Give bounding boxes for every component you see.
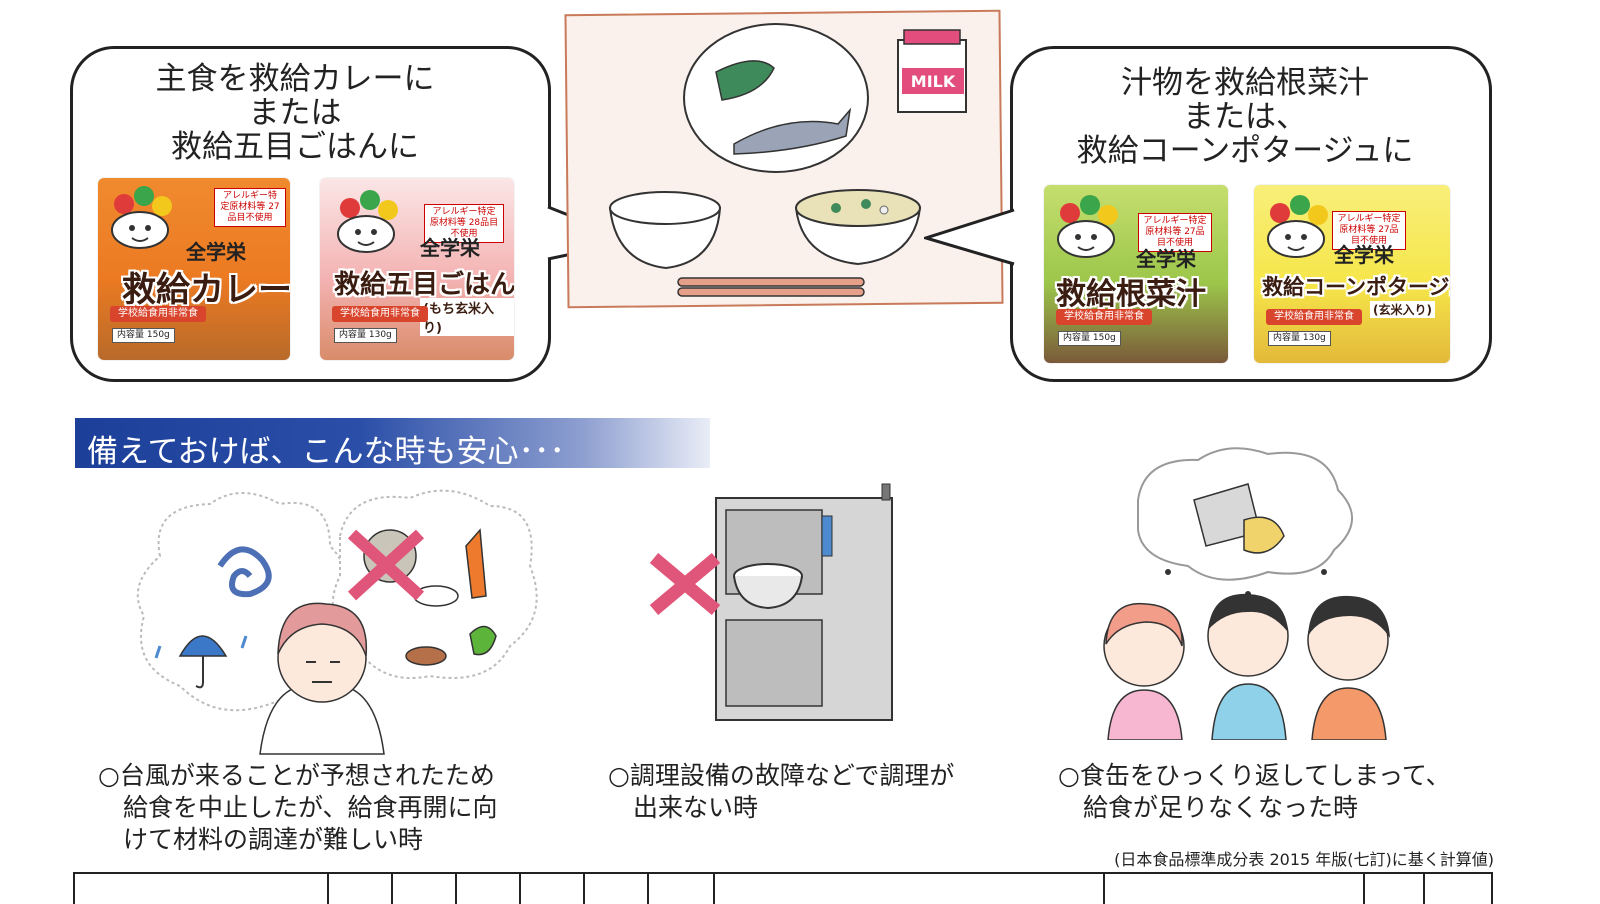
nutrition-table-header-edge bbox=[73, 872, 1493, 904]
weight-label: 内容量 150g bbox=[112, 328, 175, 343]
product-name: 救給根菜汁 bbox=[1056, 277, 1206, 312]
right-bubble-title: 汁物を救給根菜汁 または、 救給コーンポタージュに bbox=[1076, 65, 1414, 169]
allergy-tag: アレルギー特定原材料等 27品目不使用 bbox=[1332, 211, 1406, 250]
brand-label: 全学栄 bbox=[1334, 243, 1394, 267]
weight-label: 内容量 130g bbox=[334, 328, 397, 343]
category-strip: 学校給食用非常食 bbox=[1056, 309, 1152, 325]
mascot-icon bbox=[337, 190, 398, 253]
category-strip: 学校給食用非常食 bbox=[332, 306, 428, 322]
mascot-icon bbox=[111, 186, 172, 249]
left-bubble-title: 主食を救給カレーに または 救給五目ごはんに bbox=[155, 61, 435, 165]
data-source-note: (日本食品標準成分表 2015 年版(七訂)に基く計算値) bbox=[1114, 850, 1494, 869]
gomoku-product-pack: アレルギー特定原材料等 28品目不使用 全学栄 救給五目ごはん (もち玄米入り)… bbox=[320, 178, 514, 360]
curry-product-pack: アレルギー特定原材料等 27品目不使用 全学栄 救給カレー 学校給食用非常食 内… bbox=[98, 178, 290, 360]
brand-label: 全学栄 bbox=[186, 240, 246, 264]
spill-caption: ○食缶をひっくり返してしまって、 給食が足りなくなった時 bbox=[1058, 761, 1451, 822]
product-name: 救給コーンポタージュ bbox=[1262, 275, 1450, 299]
brand-label: 全学栄 bbox=[1136, 247, 1196, 271]
typhoon-caption: ○台風が来ることが予想されたため 給食を中止したが、給食再開に向 けて材料の調達… bbox=[98, 761, 498, 854]
right-bubble-tail bbox=[924, 208, 1016, 266]
category-strip: 学校給食用非常食 bbox=[1266, 309, 1362, 325]
typhoon-scenario-illustration bbox=[136, 489, 538, 755]
product-name: 救給カレー bbox=[122, 270, 290, 310]
mascot-icon bbox=[1057, 195, 1118, 258]
section-banner: 備えておけば、こんな時も安心･･･ bbox=[75, 418, 710, 470]
allergy-tag: アレルギー特定原材料等 28品目不使用 bbox=[424, 204, 504, 243]
product-subname: (もち玄米入り) bbox=[420, 298, 514, 336]
category-strip: 学校給食用非常食 bbox=[110, 306, 206, 322]
corn-product-pack: アレルギー特定原材料等 27品目不使用 全学栄 救給コーンポタージュ (玄米入り… bbox=[1254, 185, 1450, 363]
weight-label: 内容量 150g bbox=[1058, 331, 1121, 346]
meal-illustration: MILK bbox=[608, 23, 967, 297]
equipment-scenario-illustration bbox=[649, 483, 893, 721]
konsai-product-pack: アレルギー特定原材料等 27品目不使用 全学栄 救給根菜汁 学校給食用非常食 内… bbox=[1044, 185, 1228, 363]
allergy-tag: アレルギー特定原材料等 27品目不使用 bbox=[214, 188, 286, 227]
product-name: 救給五目ごはん bbox=[334, 270, 514, 300]
brand-label: 全学栄 bbox=[420, 236, 480, 260]
equipment-caption: ○調理設備の故障などで調理が 出来ない時 bbox=[608, 761, 955, 822]
product-subname: (玄米入り) bbox=[1370, 301, 1435, 318]
allergy-tag: アレルギー特定原材料等 27品目不使用 bbox=[1138, 213, 1212, 252]
weight-label: 内容量 130g bbox=[1268, 331, 1331, 346]
mascot-icon bbox=[1267, 195, 1328, 258]
milk-label: MILK bbox=[911, 72, 956, 91]
spill-scenario-illustration bbox=[1103, 447, 1390, 740]
section-banner-text: 備えておけば、こんな時も安心･･･ bbox=[87, 434, 566, 470]
